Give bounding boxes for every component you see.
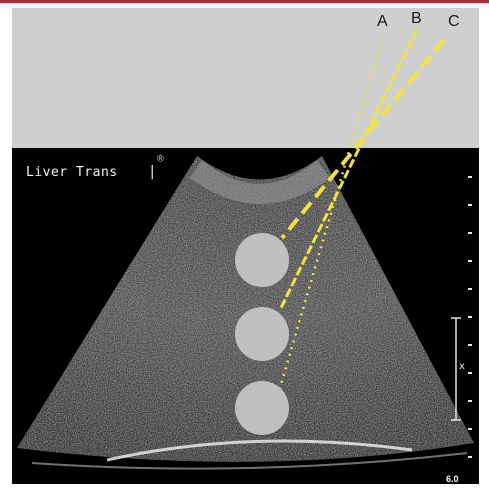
needle-label-c: C (448, 13, 460, 31)
target-circle (235, 307, 289, 361)
needle-label-b: B (411, 10, 422, 28)
target-circle (235, 233, 289, 287)
depth-scale (468, 176, 472, 458)
probe-orientation-marker: ® (157, 152, 164, 165)
top-rule (0, 0, 489, 3)
depth-readout: 6.0 (446, 474, 459, 484)
caliper-marker: x (459, 361, 466, 372)
needle-path-c (282, 40, 444, 238)
scan-label: Liver Trans (26, 165, 118, 180)
ultrasound-image: Liver Trans | ® x 6.0 A B C (12, 8, 479, 484)
needle-label-a: A (377, 13, 388, 31)
scan-graphic (12, 8, 479, 484)
label-cursor: | (148, 164, 157, 180)
target-circle (235, 381, 289, 435)
